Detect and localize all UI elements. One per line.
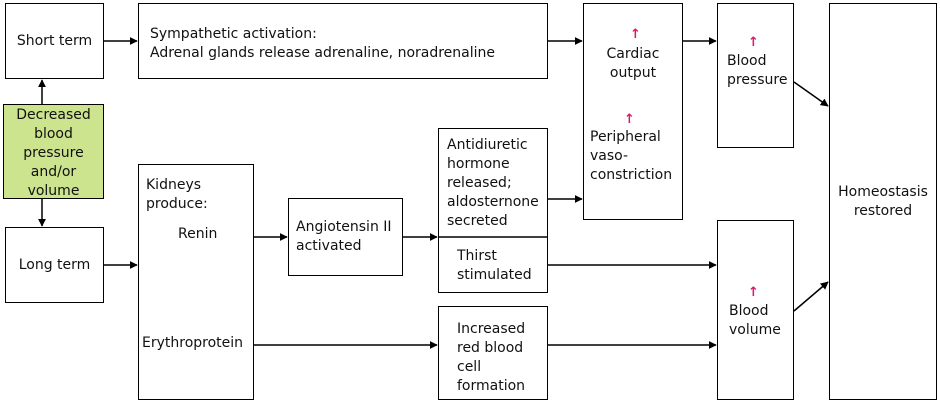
decreased-bp-label: Decreased blood pressure and/or volume	[16, 107, 91, 199]
peripheral-label: Peripheral vaso-constriction	[590, 129, 673, 183]
increase-arrow-volume: ↑	[748, 285, 759, 300]
angiotensin-label: Angiotensin II activated	[296, 219, 392, 254]
increase-arrow-peripheral: ↑	[624, 112, 635, 127]
angiotensin-box	[288, 198, 403, 276]
increase-arrow-pressure: ↑	[748, 35, 759, 50]
blood-pressure-label: Blood pressure	[727, 53, 788, 88]
arrow-volume-to-homeostasis	[793, 281, 829, 312]
sympathetic-line-2: Adrenal glands release adrenaline, norad…	[150, 45, 496, 61]
adh-label: Antidiuretic hormone released; aldostern…	[447, 137, 539, 229]
erythroprotein-label: Erythroprotein	[142, 335, 244, 351]
long-term-box	[5, 227, 104, 303]
blood-pressure-box	[717, 3, 794, 148]
thirst-label: Thirst stimulated	[457, 248, 532, 283]
adh-thirst-box	[438, 128, 548, 293]
arrow-pressure-to-homeostasis	[793, 81, 829, 107]
long-term-label: Long term	[18, 257, 91, 273]
increase-arrow-cardiac: ↑	[630, 27, 641, 42]
rbc-label: Increased red blood cell formation	[457, 321, 526, 394]
rbc-box	[438, 306, 548, 400]
sympathetic-box	[138, 3, 548, 79]
sympathetic-line-1: Sympathetic activation:	[150, 26, 317, 42]
homeostasis-label: Homeostasis restored	[838, 184, 928, 219]
homeostasis-box	[829, 3, 937, 400]
blood-volume-label: Blood volume	[729, 303, 781, 338]
kidneys-produce-label: Kidneys produce:	[146, 177, 208, 212]
decreased-bp-box	[3, 104, 104, 199]
cardiac-output-label: Cardiac output	[606, 46, 660, 81]
short-term-label: Short term	[16, 33, 93, 49]
cardiac-box	[583, 3, 683, 220]
kidneys-box	[138, 164, 254, 400]
blood-volume-box	[717, 220, 794, 400]
short-term-box	[5, 3, 104, 79]
renin-label: Renin	[178, 226, 218, 242]
